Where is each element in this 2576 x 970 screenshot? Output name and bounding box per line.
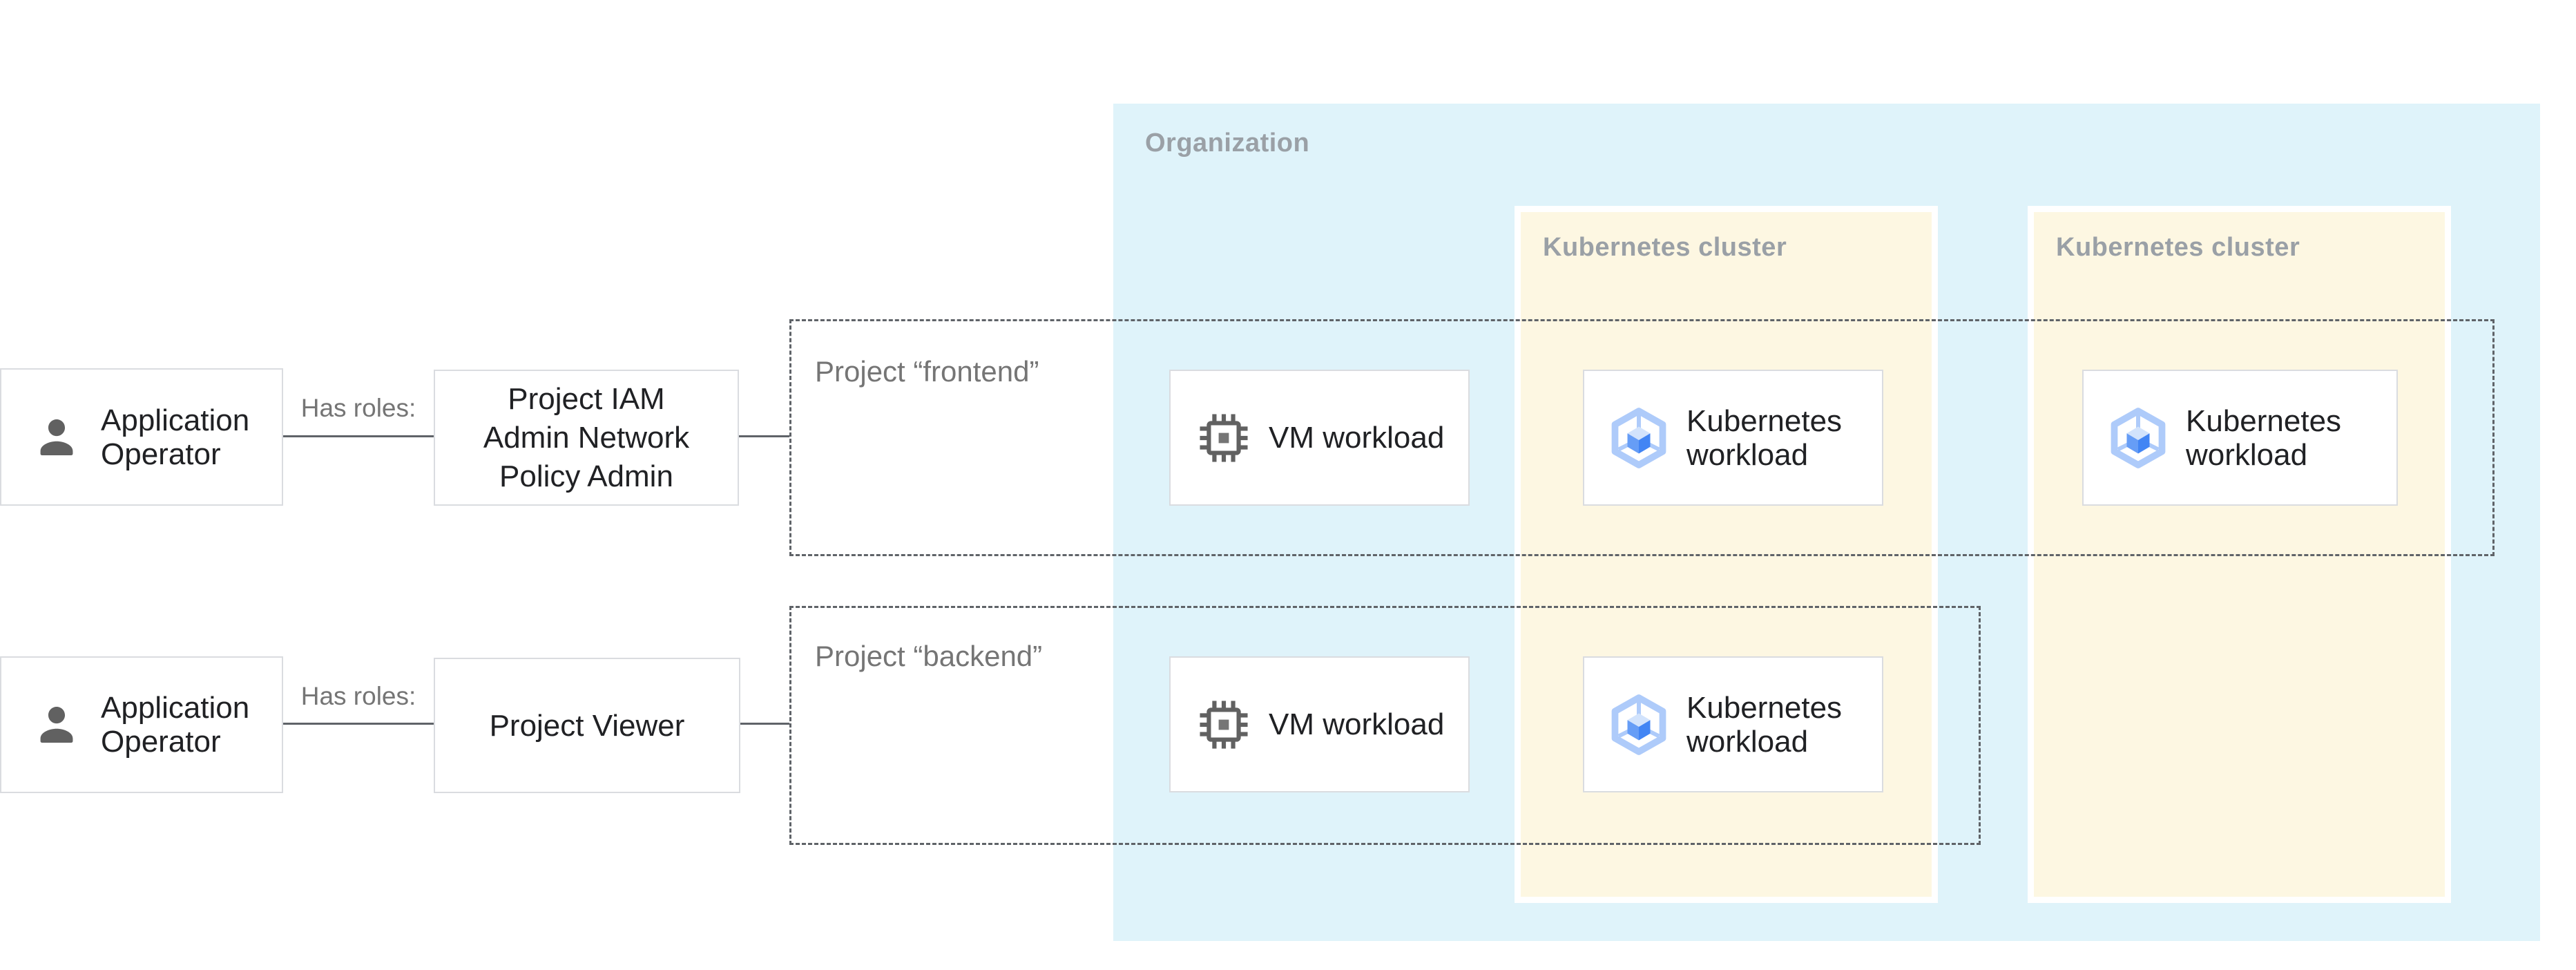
gke-hexagon-cube-icon (1608, 407, 1670, 469)
person-icon (30, 411, 83, 464)
has-roles-label-frontend: Has roles: (300, 394, 416, 422)
vm-workload-node-backend: VM workload (1169, 656, 1470, 792)
kubernetes-cluster-1-label: Kubernetes cluster (1543, 233, 1787, 262)
person-icon (30, 698, 83, 751)
kubernetes-workload-node-frontend-cluster1: Kubernetes workload (1583, 370, 1883, 506)
role-node-project-viewer: Project Viewer (434, 658, 740, 793)
connector-actor-role-frontend (283, 435, 434, 437)
actor-label: Application Operator (101, 403, 250, 471)
chip-icon (1198, 412, 1249, 464)
connector-role-project-backend (740, 723, 789, 725)
vm-workload-label: VM workload (1269, 707, 1445, 741)
role-iam-admin-label: Project IAM Admin Network Policy Admin (483, 381, 690, 493)
role-node-iam-admin: Project IAM Admin Network Policy Admin (434, 370, 739, 506)
kubernetes-workload-label: Kubernetes workload (1686, 403, 1843, 472)
chip-icon (1198, 699, 1249, 750)
kubernetes-workload-label: Kubernetes workload (2186, 403, 2342, 472)
has-roles-label-backend: Has roles: (300, 682, 416, 710)
gke-hexagon-cube-icon (1608, 694, 1670, 756)
role-viewer-label: Project Viewer (489, 708, 685, 743)
kubernetes-workload-label: Kubernetes workload (1686, 690, 1843, 759)
project-backend-boundary (789, 606, 1981, 845)
organization-label: Organization (1145, 129, 1310, 158)
project-backend-label: Project “backend” (815, 640, 1043, 672)
kubernetes-workload-node-frontend-cluster2: Kubernetes workload (2082, 370, 2398, 506)
vm-workload-node-frontend: VM workload (1169, 370, 1470, 506)
project-frontend-boundary (789, 319, 2495, 556)
connector-actor-role-backend (283, 723, 434, 725)
vm-workload-label: VM workload (1269, 421, 1445, 455)
project-frontend-label: Project “frontend” (815, 355, 1039, 388)
application-operator-node-frontend: Application Operator (0, 368, 283, 506)
actor-label: Application Operator (101, 691, 250, 759)
kubernetes-workload-node-backend-cluster1: Kubernetes workload (1583, 656, 1883, 792)
application-operator-node-backend: Application Operator (0, 656, 283, 793)
connector-role-project-frontend (739, 435, 789, 437)
gke-hexagon-cube-icon (2107, 407, 2169, 469)
kubernetes-cluster-2-label: Kubernetes cluster (2056, 233, 2300, 262)
